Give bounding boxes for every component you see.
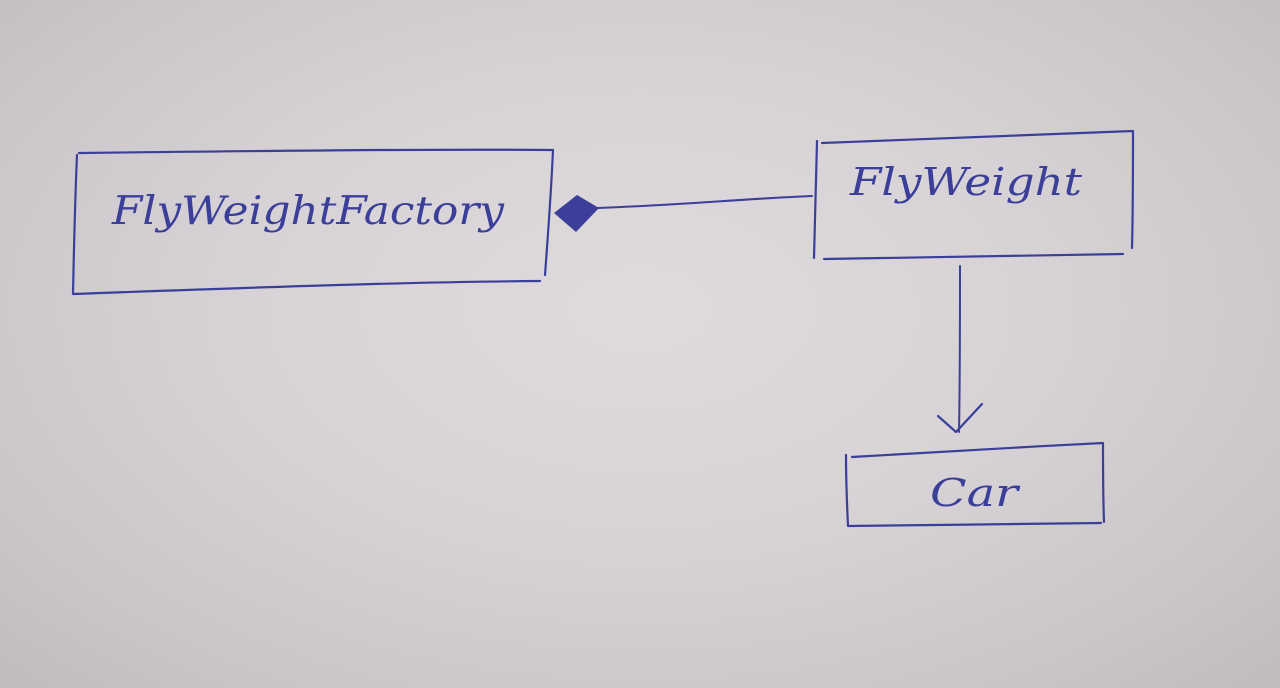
- node-flyweight-factory-label: FlyWeightFactory: [111, 189, 505, 234]
- composition-diamond-icon: [554, 195, 599, 232]
- edge-composition: [554, 195, 813, 232]
- node-car: Car: [844, 441, 1106, 528]
- node-flyweight: FlyWeight: [812, 129, 1135, 261]
- node-car-label: Car: [930, 471, 1022, 515]
- arrow-down-icon: [936, 402, 984, 434]
- node-flyweight-factory: FlyWeightFactory: [71, 148, 555, 296]
- composition-line: [597, 195, 813, 209]
- node-flyweight-factory-border: [71, 148, 555, 296]
- node-flyweight-label: FlyWeight: [849, 160, 1083, 204]
- edge-arrow-to-car: [936, 265, 984, 434]
- arrow-shaft: [958, 265, 961, 433]
- node-flyweight-border: [812, 129, 1135, 261]
- node-car-border: [844, 441, 1106, 528]
